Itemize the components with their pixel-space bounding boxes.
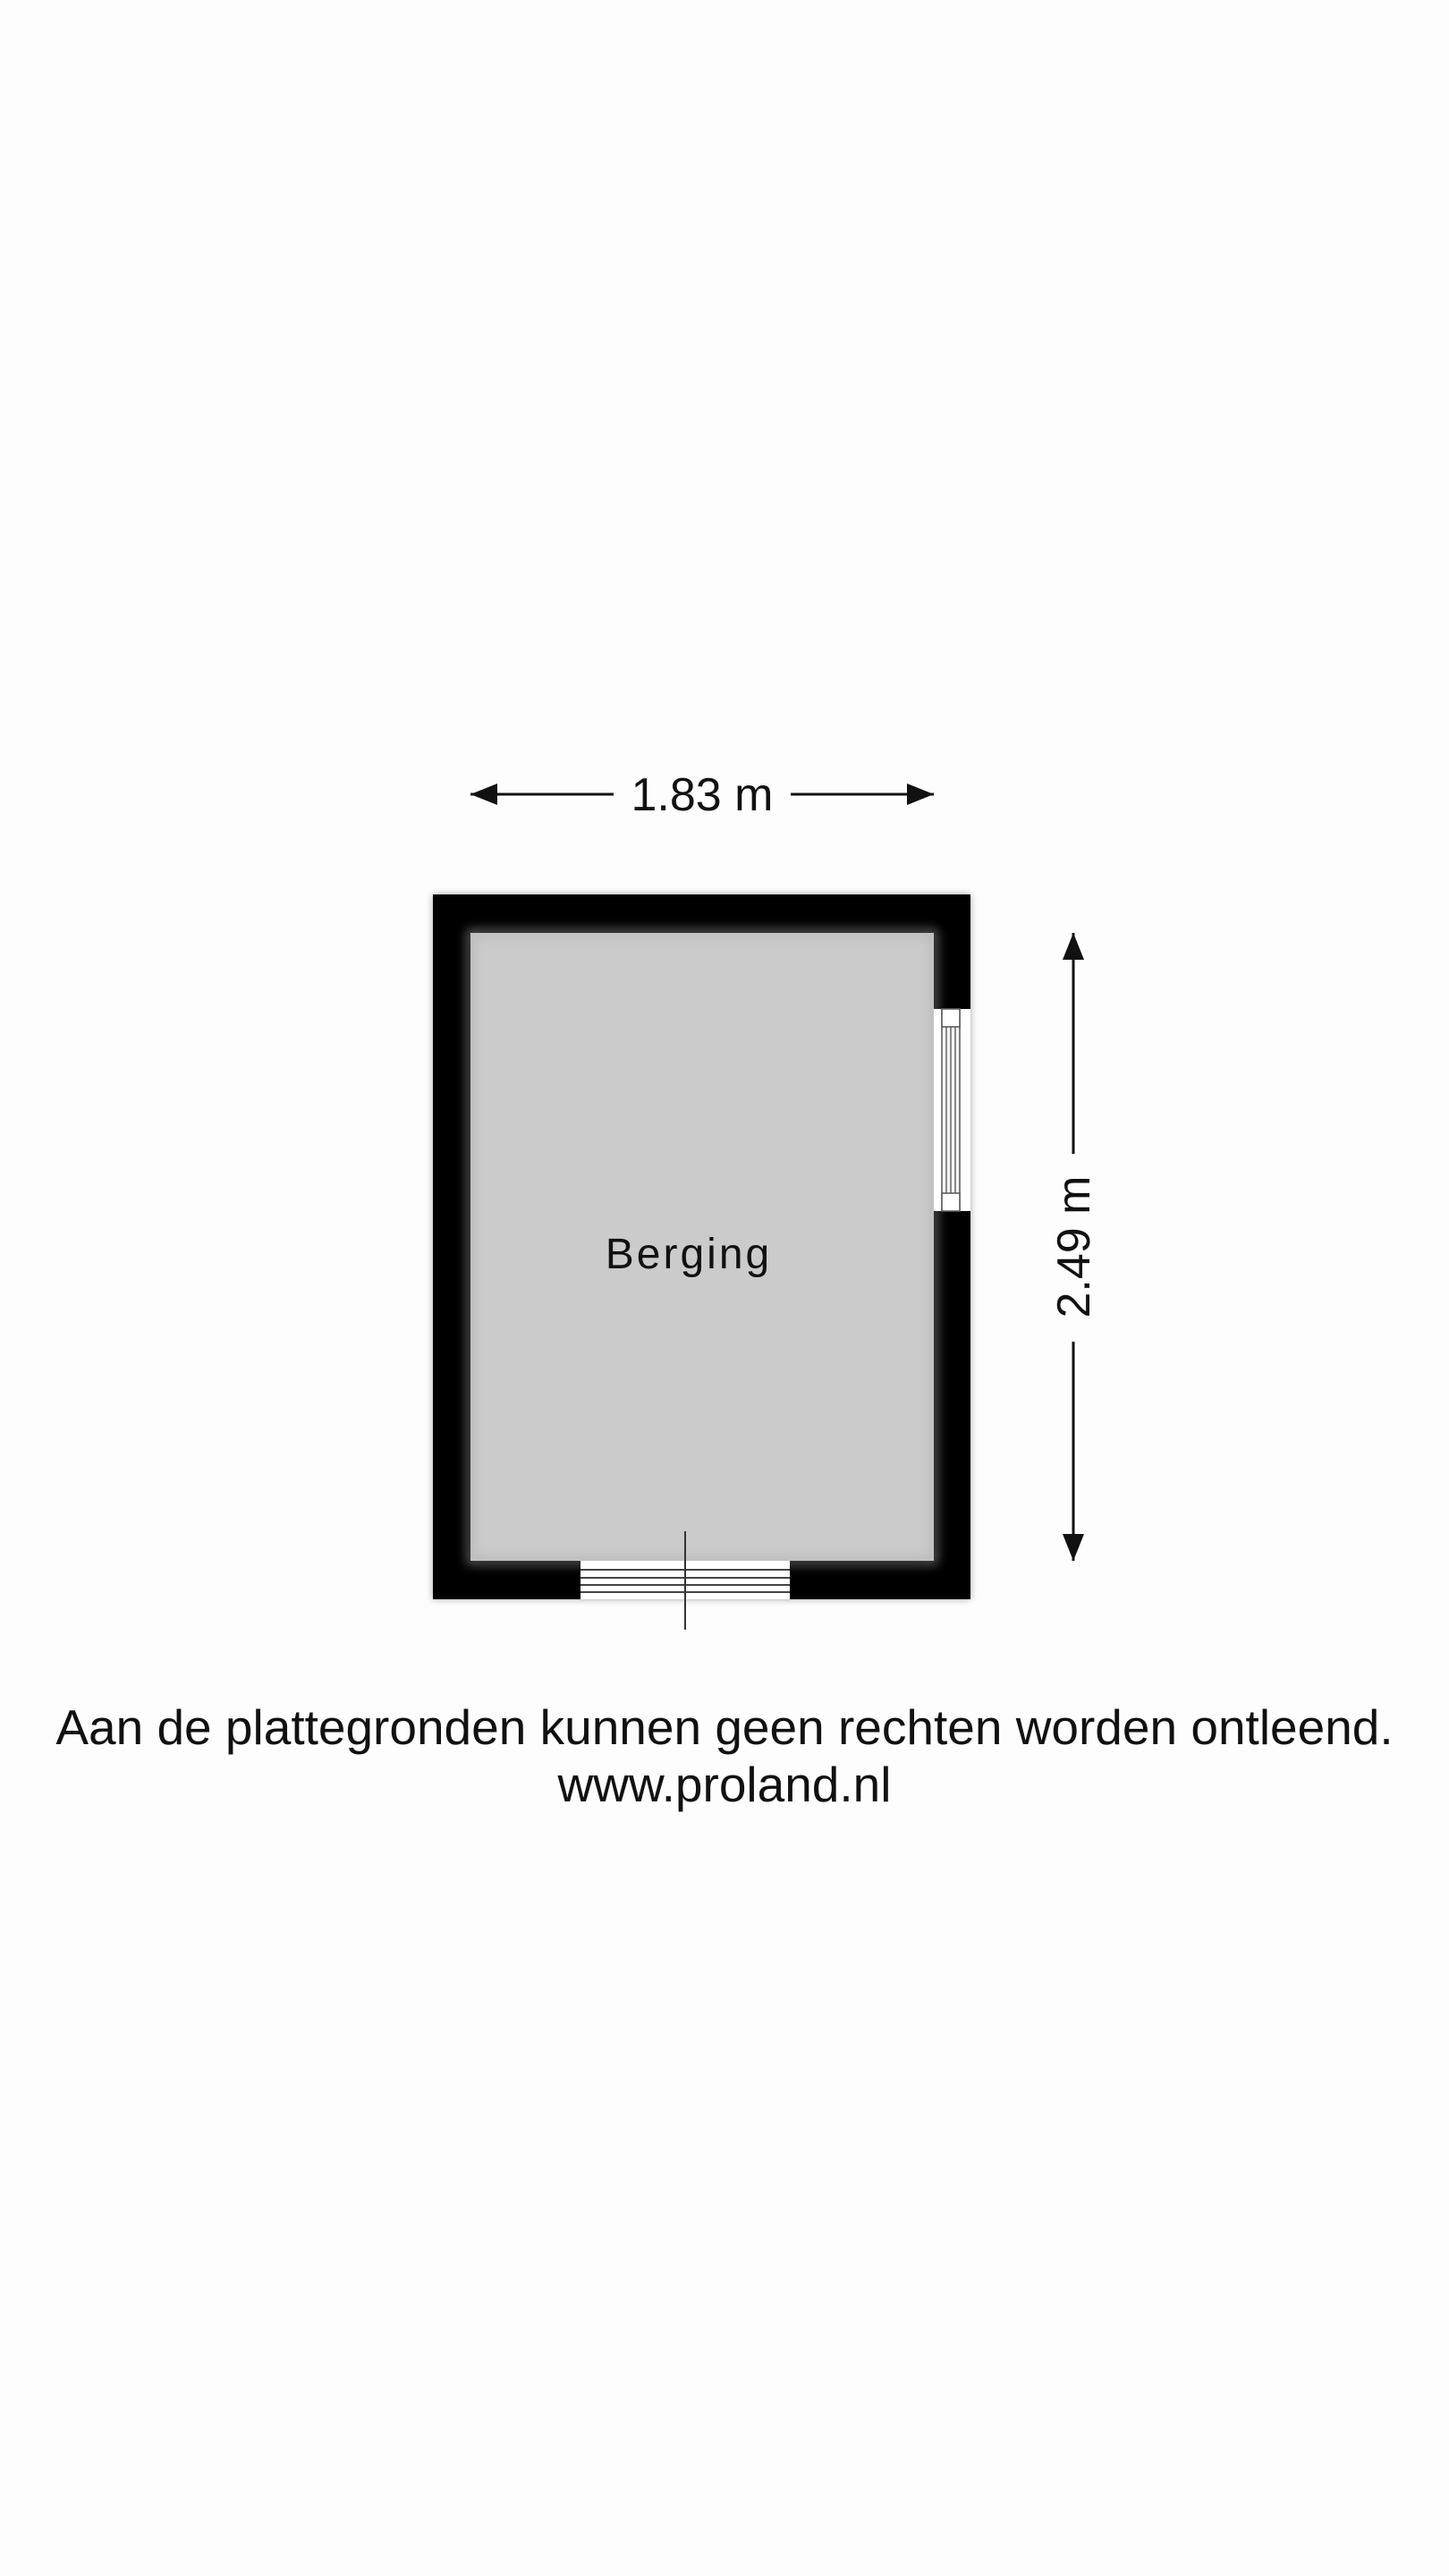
width-dimension: 1.83 m [470,769,934,821]
room-floor [470,933,934,1561]
height-dimension-label: 2.49 m [1048,1176,1100,1318]
website-text: www.proland.nl [557,1757,892,1812]
disclaimer-text: Aan de plattegronden kunnen geen rechten… [55,1699,1394,1755]
window-right-wall [934,1008,970,1212]
width-dimension-label: 1.83 m [631,769,774,821]
height-dimension: 2.49 m [1048,933,1100,1561]
room-label: Berging [606,1231,772,1278]
door-bottom-wall [580,1531,790,1630]
